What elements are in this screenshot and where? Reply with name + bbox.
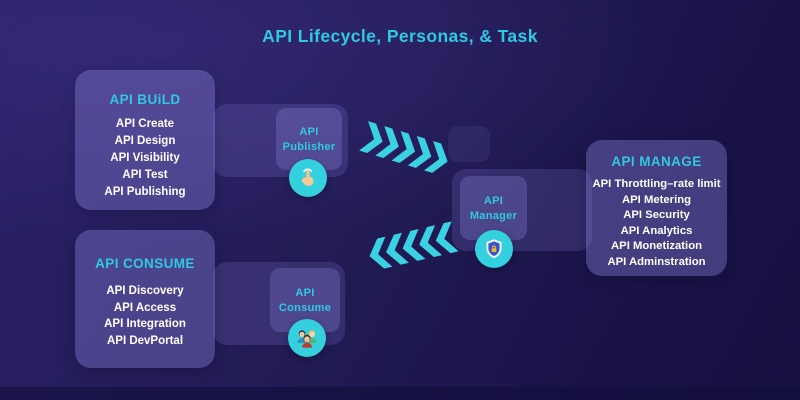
tap-hand-icon (301, 168, 314, 186)
list-item: API Analytics (620, 224, 693, 237)
publisher-icon-circle (289, 159, 327, 197)
page-title: API Lifecycle, Personas, & Task (262, 26, 538, 46)
bottom-edge-strip (0, 387, 800, 400)
list-item: API Access (113, 301, 177, 314)
api-consume-header: API CONSUME (95, 256, 195, 271)
list-item: API Metering (621, 193, 692, 206)
backward-arrow-chevrons (366, 222, 456, 271)
manager-connector-panel (452, 169, 592, 251)
api-consume-box: API CONSUME API Discovery API Access API… (75, 230, 215, 368)
list-item: API Monetization (611, 240, 702, 252)
consumer-icon-circle (288, 319, 326, 357)
list-item: API Design (114, 135, 176, 147)
api-build-header: API BUiLD (109, 92, 181, 107)
api-manage-box: API MANAGE API Throttling–rate limit API… (586, 140, 727, 276)
card-label: Manager (469, 209, 518, 222)
api-manage-list: API Throttling–rate limit API Metering A… (586, 177, 727, 270)
card-label: API (295, 286, 315, 299)
api-publisher-card: API Publisher (276, 108, 342, 170)
manager-icon-circle (475, 230, 513, 268)
shield-lock-icon (486, 239, 502, 259)
list-item: API Integration (104, 318, 186, 330)
list-item: API Visibility (110, 152, 180, 164)
list-item: API Throttling–rate limit (592, 178, 721, 190)
card-label: Publisher (282, 140, 336, 153)
forward-arrow-chevrons (359, 121, 449, 175)
list-item: API Create (115, 118, 175, 130)
card-label: Consume (278, 301, 332, 314)
api-build-list: API Create API Design API Visibility API… (75, 116, 215, 201)
list-item: API Test (122, 169, 168, 181)
list-item: API Adminstration (607, 255, 706, 268)
api-manager-card: API Manager (460, 176, 527, 240)
api-manage-header: API MANAGE (611, 154, 702, 169)
background-decor-shape (448, 126, 490, 162)
card-label: API (299, 125, 319, 138)
list-item: API Publishing (104, 186, 186, 198)
list-item: API DevPortal (106, 334, 184, 347)
people-group-icon (297, 330, 317, 348)
publisher-connector-panel (213, 104, 348, 177)
list-item: API Discovery (106, 285, 184, 297)
api-build-box: API BUiLD API Create API Design API Visi… (75, 70, 215, 210)
list-item: API Security (623, 209, 690, 221)
api-consume-list: API Discovery API Access API Integration… (75, 283, 215, 349)
card-label: API (483, 194, 504, 207)
